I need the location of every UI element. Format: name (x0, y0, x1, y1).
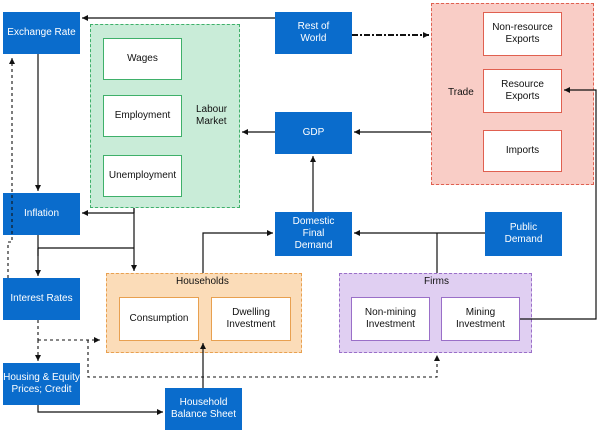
arrow-households-to-dfd (202, 230, 273, 273)
arrow-mining-to-resource-exports (520, 87, 597, 320)
trade-title: Trade (448, 87, 474, 98)
firms-title: Firms (424, 276, 449, 287)
consumption-box: Consumption (119, 297, 199, 341)
imports-box: Imports (483, 130, 562, 172)
inflation-node: Inflation (3, 193, 80, 235)
gdp-node: GDP (275, 112, 352, 154)
arrow-interest-to-exchange-dashed (7, 58, 15, 278)
exchange-rate-node: Exchange Rate (3, 12, 80, 54)
interest-rates-node: Interest Rates (3, 278, 80, 320)
arrow-housing-to-balance-sheet (37, 405, 163, 415)
employment-box: Employment (103, 95, 182, 137)
households-title: Households (176, 276, 229, 287)
arrow-interest-to-firms-dashed (87, 340, 440, 378)
unemployment-box: Unemployment (103, 155, 182, 197)
wages-box: Wages (103, 38, 182, 80)
